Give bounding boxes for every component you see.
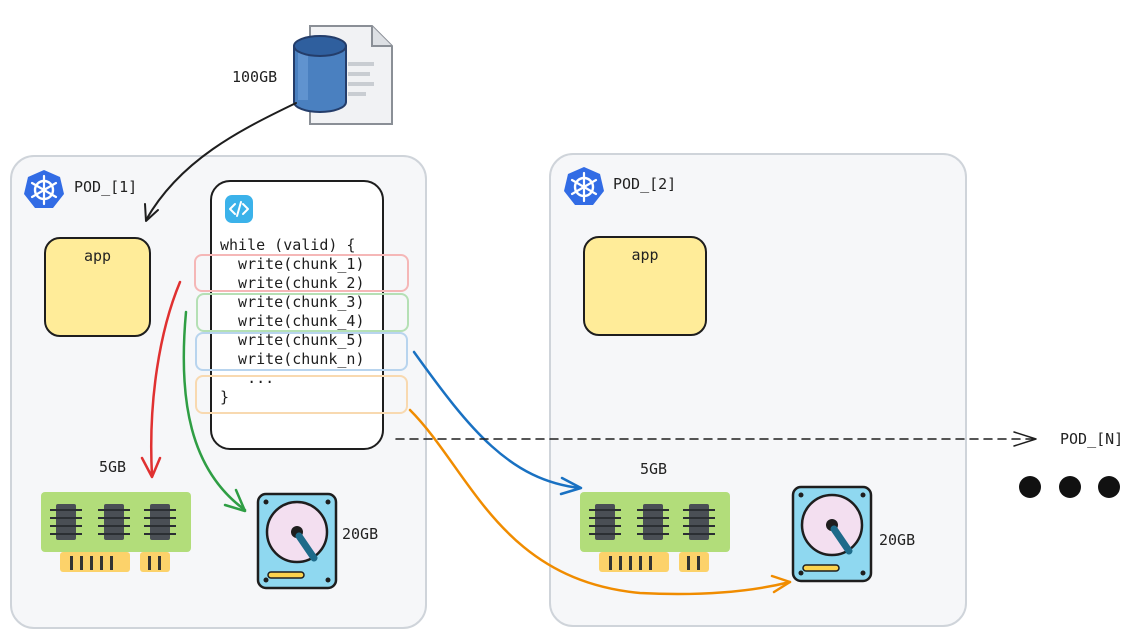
- red-chunk-arrow: [149, 280, 182, 478]
- pod-1-disk-label: 20GB: [342, 525, 379, 543]
- ram-memory-icon: [580, 492, 730, 572]
- kubernetes-icon: [564, 167, 604, 205]
- pod-2-label: POD_[2]: [613, 175, 677, 193]
- source-size-label: 100GB: [232, 68, 278, 86]
- code-line: while (valid) {: [220, 236, 356, 254]
- pod-1-label: POD_[1]: [74, 178, 138, 196]
- pod-2-app-box: app: [583, 236, 707, 336]
- code-line: write(chunk_n): [220, 350, 365, 368]
- green-chunk-arrow: [182, 310, 247, 512]
- code-line: write(chunk_5): [220, 331, 365, 349]
- source-to-app-arrow: [145, 102, 297, 221]
- database-file-icon: [293, 25, 393, 125]
- app-label: app: [83, 247, 112, 265]
- hard-disk-icon: [791, 485, 873, 583]
- pod-2-memory-label: 5GB: [640, 460, 668, 478]
- chunk-group-orange-highlight: [195, 375, 408, 414]
- pod-2-disk-label: 20GB: [879, 531, 916, 549]
- app-label: app: [631, 246, 659, 264]
- chunk-group-green-highlight: [196, 293, 409, 332]
- code-line: write(chunk_1): [220, 255, 365, 273]
- orange-chunk-arrow: [408, 408, 792, 596]
- pod-1-app-box: app: [44, 237, 151, 337]
- code-line: write(chunk_2): [220, 274, 365, 292]
- blue-chunk-arrow: [412, 350, 582, 490]
- pod-n-label: POD_[N]: [1060, 430, 1124, 448]
- code-block: while (valid) { write(chunk_1) write(chu…: [210, 180, 384, 450]
- ellipsis-dots-icon: [1019, 476, 1120, 498]
- chunk-group-blue-highlight: [195, 332, 408, 371]
- code-icon: [225, 195, 253, 223]
- code-line: ...: [220, 369, 275, 387]
- hard-disk-icon: [256, 492, 338, 590]
- code-line: write(chunk_3): [220, 293, 365, 311]
- ram-memory-icon: [41, 492, 191, 572]
- kubernetes-icon: [24, 170, 64, 208]
- code-line: write(chunk_4): [220, 312, 365, 330]
- pod-1-memory-label: 5GB: [99, 458, 127, 476]
- code-line: }: [220, 388, 230, 406]
- chunk-group-red-highlight: [194, 254, 409, 292]
